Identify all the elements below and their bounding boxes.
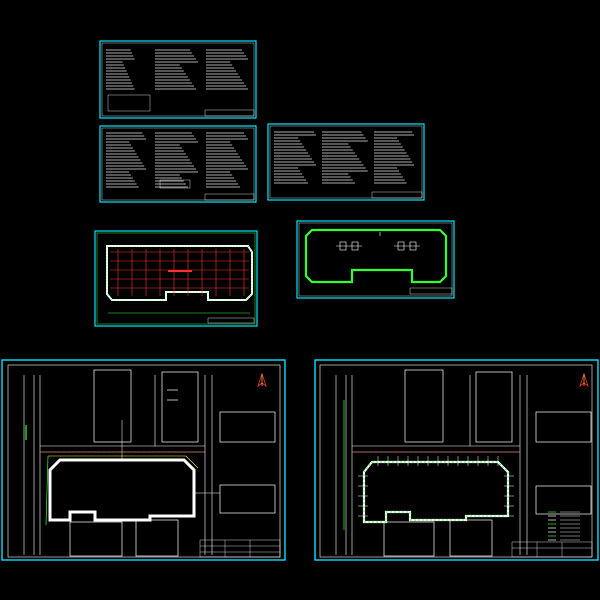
site-plan-right[interactable] <box>314 359 599 561</box>
buildings <box>383 369 592 557</box>
site-plan-left[interactable] <box>1 359 286 561</box>
title-block <box>409 287 453 295</box>
strut-grid <box>110 249 249 296</box>
title-block <box>199 539 281 558</box>
legend <box>548 511 580 541</box>
column-details <box>336 232 420 251</box>
excavation-pit <box>362 460 510 524</box>
notes-sheet-3[interactable] <box>267 123 425 201</box>
roads <box>23 375 213 555</box>
north-arrow-icon <box>257 372 267 388</box>
excavation-pit <box>48 458 196 522</box>
notes-text-block <box>106 132 249 188</box>
notes-sheet-1[interactable] <box>99 40 257 119</box>
roads <box>335 375 528 555</box>
notes-text-block <box>106 49 249 90</box>
pit-outline-plan[interactable] <box>296 220 455 299</box>
notes-text-block <box>274 131 415 184</box>
buildings <box>69 369 276 557</box>
red-label <box>168 270 192 272</box>
north-arrow-icon <box>579 372 589 388</box>
title-block <box>207 317 255 324</box>
pit-wall-outline <box>304 228 448 284</box>
title-block <box>204 193 255 201</box>
notes-sheet-2[interactable] <box>99 125 257 203</box>
notes-table <box>159 179 191 189</box>
title-block <box>511 541 593 558</box>
wall-piles <box>358 456 514 517</box>
title-block <box>371 191 423 199</box>
notes-table <box>107 94 151 112</box>
title-block <box>204 109 255 117</box>
retaining-wall-plan-colored[interactable] <box>94 230 258 327</box>
